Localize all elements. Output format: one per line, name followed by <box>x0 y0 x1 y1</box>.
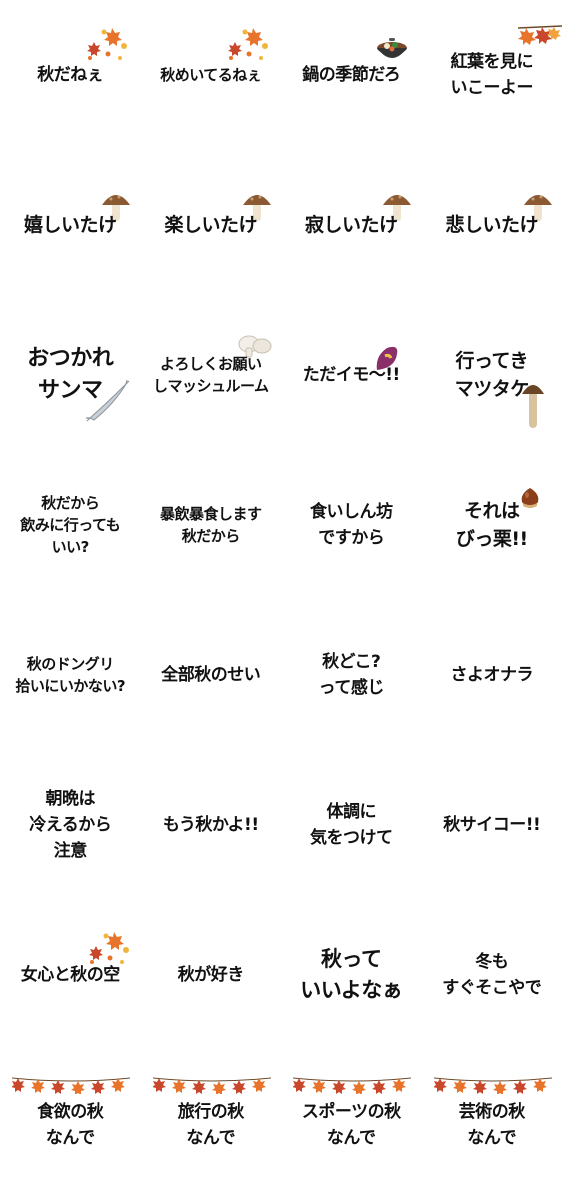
sticker-cell[interactable]: 食欲の秋 なんで <box>0 1050 141 1200</box>
sticker-cell[interactable]: 冬も すぐそこやで <box>422 900 562 1050</box>
sticker-cell[interactable]: よろしくお願い しマッシュルーム <box>141 300 282 450</box>
sticker-cell[interactable]: 朝晩は 冷えるから 注意 <box>0 750 141 900</box>
shiitake-mushroom-icon <box>523 195 552 221</box>
sticker-text: 秋どこ? って感じ <box>318 652 385 698</box>
sticker-text: 紅葉を見に いこーよー <box>450 52 534 98</box>
sticker-text: スポーツの秋 なんで <box>301 1102 401 1148</box>
sticker-text: 秋だねぇ <box>37 65 104 85</box>
sticker-cell[interactable]: さよオナラ <box>422 600 562 750</box>
sticker-cell[interactable]: ただイモ〜!! <box>281 300 422 450</box>
sticker-cell[interactable]: 秋のドングリ 拾いにいかない? <box>0 600 141 750</box>
sticker-text: もう秋かよ!! <box>162 815 259 835</box>
sticker-cell[interactable]: もう秋かよ!! <box>141 750 282 900</box>
sticker-cell[interactable]: スポーツの秋 なんで <box>281 1050 422 1200</box>
sticker-text: 悲しいたけ <box>445 214 538 236</box>
sticker-text: 冬も すぐそこやで <box>442 952 542 998</box>
shiitake-mushroom-icon <box>102 195 130 221</box>
sticker-text: 秋だから 飲みに行っても いい? <box>20 494 121 556</box>
leaf-garland-icon <box>12 1077 130 1094</box>
sticker-cell[interactable]: 芸術の秋 なんで <box>422 1050 562 1200</box>
leaf-garland-icon <box>293 1077 411 1094</box>
maple-branch-icon <box>517 25 562 45</box>
shiitake-mushroom-icon <box>383 195 411 221</box>
sticker-text: よろしくお願い しマッシュルーム <box>152 355 269 395</box>
hot-pot-icon <box>377 38 407 58</box>
sticker-text: 体調に 気をつけて <box>310 802 393 848</box>
sticker-cell[interactable]: 寂しいたけ <box>281 150 422 300</box>
sticker-cell[interactable]: 秋だから 飲みに行っても いい? <box>0 450 141 600</box>
sticker-text: 楽しいたけ <box>164 214 257 236</box>
sticker-cell[interactable]: 秋だねぇ <box>0 0 141 150</box>
sticker-cell[interactable]: 楽しいたけ <box>141 150 282 300</box>
sticker-text: 嬉しいたけ <box>23 214 117 236</box>
sticker-cell[interactable]: おつかれ サンマ <box>0 300 141 450</box>
sticker-text: おつかれ サンマ <box>27 346 114 403</box>
sticker-cell[interactable]: 秋サイコー!! <box>422 750 562 900</box>
mushroom-icon <box>238 335 271 358</box>
sticker-text: 秋のドングリ 拾いにいかない? <box>15 655 126 695</box>
sticker-text: 芸術の秋 なんで <box>458 1102 526 1148</box>
sticker-cell[interactable]: 食いしん坊 ですから <box>281 450 422 600</box>
sticker-text: 秋って いいよなぁ <box>300 947 403 1002</box>
sticker-text: 秋が好き <box>177 965 245 985</box>
sticker-cell[interactable]: 紅葉を見に いこーよー <box>422 0 562 150</box>
sticker-cell[interactable]: 体調に 気をつけて <box>281 750 422 900</box>
sticker-cell[interactable]: 秋どこ? って感じ <box>281 600 422 750</box>
saury-fish-icon <box>86 380 130 422</box>
leaf-garland-icon <box>433 1077 552 1094</box>
sticker-cell[interactable]: 暴飲暴食します 秋だから <box>141 450 282 600</box>
shiitake-mushroom-icon <box>242 195 271 221</box>
sticker-text: 暴飲暴食します 秋だから <box>159 505 262 545</box>
matsutake-mushroom-icon <box>521 385 544 428</box>
sticker-cell[interactable]: 旅行の秋 なんで <box>141 1050 282 1200</box>
sticker-text: 秋めいてるねぇ <box>160 66 262 84</box>
sweet-potato-icon <box>376 346 398 370</box>
sticker-text: 女心と秋の空 <box>20 965 121 985</box>
sticker-text: 鍋の季節だろ <box>302 65 401 85</box>
sticker-cell[interactable]: 秋めいてるねぇ <box>141 0 282 150</box>
sticker-text: 朝晩は 冷えるから 注意 <box>29 789 112 861</box>
sticker-text: 旅行の秋 なんで <box>177 1102 245 1148</box>
sticker-text: 行ってき マツタケ <box>454 350 530 400</box>
leaf-garland-icon <box>152 1077 271 1094</box>
sticker-cell[interactable]: 秋が好き <box>141 900 282 1050</box>
sticker-text: さよオナラ <box>450 665 534 685</box>
sticker-cell[interactable]: それは びっ栗!! <box>422 450 562 600</box>
sticker-cell[interactable]: 全部秋のせい <box>141 600 282 750</box>
sticker-text: 食いしん坊 ですから <box>310 502 393 548</box>
sticker-cell[interactable]: 嬉しいたけ <box>0 150 141 300</box>
autumn-leaves-icon <box>89 932 129 964</box>
sticker-cell[interactable]: 行ってき マツタケ <box>422 300 562 450</box>
sticker-text: 寂しいたけ <box>304 214 398 236</box>
sticker-cell[interactable]: 秋って いいよなぁ <box>281 900 422 1050</box>
sticker-text: ただイモ〜!! <box>302 365 401 385</box>
chestnut-icon <box>521 488 538 508</box>
sticker-text: それは びっ栗!! <box>455 500 528 550</box>
sticker-cell[interactable]: 悲しいたけ <box>422 150 562 300</box>
sticker-text: 秋サイコー!! <box>443 815 541 835</box>
sticker-text: 食欲の秋 なんで <box>37 1102 104 1148</box>
autumn-leaves-icon <box>227 28 268 60</box>
autumn-leaves-icon <box>87 28 127 60</box>
sticker-cell[interactable]: 鍋の季節だろ <box>281 0 422 150</box>
sticker-text: 全部秋のせい <box>161 665 261 685</box>
sticker-cell[interactable]: 女心と秋の空 <box>0 900 141 1050</box>
